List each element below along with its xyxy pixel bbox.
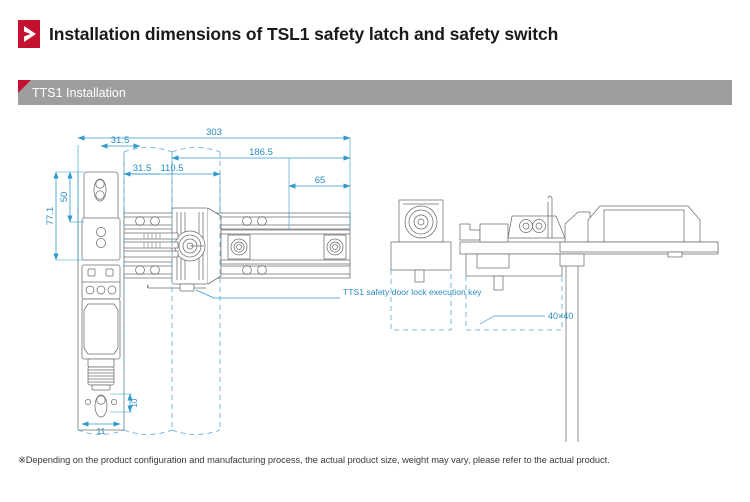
latch-rail-assembly	[123, 207, 351, 292]
dim-50-label: 50	[59, 192, 70, 203]
dim-31-5-lower-label: 31.5	[133, 163, 152, 174]
lock-body-front-view	[77, 171, 125, 431]
dimension-lines	[53, 135, 545, 427]
page-header: Installation dimensions of TSL1 safety l…	[0, 0, 750, 68]
dim-186-5-label: 186.5	[249, 147, 273, 158]
mount-size-callout-label: 40×40	[548, 311, 573, 321]
chevron-right-logo-icon	[18, 20, 40, 48]
dim-65-label: 65	[315, 175, 326, 186]
footer-disclaimer: ※Depending on the product configuration …	[18, 455, 610, 465]
dim-31-5-top-label: 31.5	[111, 135, 130, 146]
dimension-labels: 303 186.5 110.5 65 31.5 31.5 77.1 50 10 …	[45, 127, 573, 436]
technical-drawing-area: 303 186.5 110.5 65 31.5 31.5 77.1 50 10 …	[0, 112, 750, 442]
section-title: TTS1 Installation	[32, 85, 126, 100]
dim-77-1-label: 77.1	[45, 207, 56, 226]
switch-side-view	[390, 199, 452, 283]
dim-110-5-label: 110.5	[160, 163, 183, 174]
dim-11-label: 11	[97, 426, 106, 436]
lock-key-callout-label: TTS1 safety door lock execution key	[343, 287, 482, 297]
mounting-base-side-view	[459, 195, 719, 442]
section-header-bar: TTS1 Installation	[18, 80, 732, 105]
hidden-construction-lines	[77, 147, 563, 435]
dim-overall-length-label: 303	[206, 127, 222, 138]
page-title: Installation dimensions of TSL1 safety l…	[49, 23, 559, 44]
dim-10-label: 10	[130, 398, 139, 407]
corner-accent-icon	[18, 80, 31, 93]
